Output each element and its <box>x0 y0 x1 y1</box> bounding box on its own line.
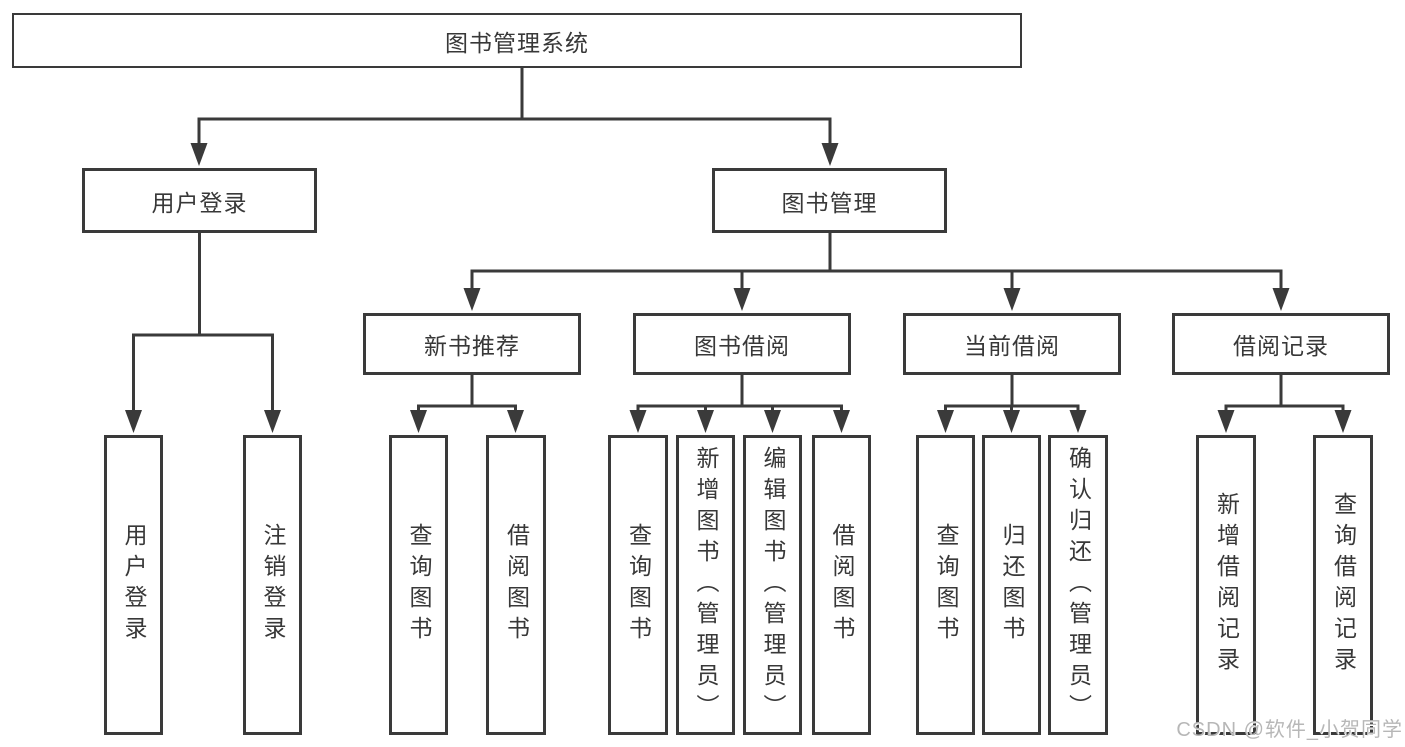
leaf-user-login: 用户登录 <box>104 435 163 735</box>
node-book-management: 图书管理 <box>712 168 947 233</box>
leaf-return-books: 归还图书 <box>982 435 1041 735</box>
watermark: CSDN @软件_小贺同学 <box>1176 719 1403 741</box>
node-current-borrowing: 当前借阅 <box>903 313 1121 375</box>
node-user-login: 用户登录 <box>82 168 317 233</box>
connectors-user-login <box>125 233 281 433</box>
connectors-current-borrowing <box>937 375 1087 433</box>
leaf-edit-books-admin: 编辑图书（管理员） <box>743 435 802 735</box>
leaf-edit-books-admin-label: 编辑图书（管理员） <box>760 445 786 725</box>
leaf-logout-label: 注销登录 <box>260 523 286 647</box>
leaf-borrow-books-borrowing: 借阅图书 <box>812 435 871 735</box>
leaf-add-borrow-record: 新增借阅记录 <box>1196 435 1256 735</box>
node-book-borrowing: 图书借阅 <box>633 313 851 375</box>
leaf-query-borrow-record-label: 查询借阅记录 <box>1330 492 1357 678</box>
leaf-confirm-return-admin: 确认归还（管理员） <box>1048 435 1108 735</box>
leaf-add-borrow-record-label: 新增借阅记录 <box>1213 492 1240 678</box>
leaf-query-books-recommend-label: 查询图书 <box>406 523 432 647</box>
connectors-book-management <box>463 233 1290 311</box>
leaf-logout: 注销登录 <box>243 435 302 735</box>
leaf-return-books-label: 归还图书 <box>999 523 1025 647</box>
leaf-query-books-current: 查询图书 <box>916 435 975 735</box>
leaf-query-books-current-label: 查询图书 <box>933 523 959 647</box>
connectors-root <box>190 68 839 166</box>
node-borrowing-records: 借阅记录 <box>1172 313 1390 375</box>
connectors-borrowing-records <box>1217 375 1352 433</box>
leaf-confirm-return-admin-label: 确认归还（管理员） <box>1065 445 1092 725</box>
leaf-add-books-admin-label: 新增图书（管理员） <box>693 445 719 725</box>
leaf-query-books-borrowing-label: 查询图书 <box>625 523 652 647</box>
leaf-query-books-recommend: 查询图书 <box>389 435 448 735</box>
leaf-add-books-admin: 新增图书（管理员） <box>676 435 735 735</box>
leaf-borrow-books-borrowing-label: 借阅图书 <box>829 523 855 647</box>
node-new-book-recommendation: 新书推荐 <box>363 313 581 375</box>
node-library-management-system: 图书管理系统 <box>12 13 1022 68</box>
leaf-user-login-label: 用户登录 <box>121 523 147 647</box>
connectors-book-borrowing <box>629 375 850 433</box>
leaf-query-books-borrowing: 查询图书 <box>608 435 668 735</box>
connectors-new-book-recommendation <box>410 375 524 433</box>
leaf-borrow-books-recommend: 借阅图书 <box>486 435 546 735</box>
leaf-query-borrow-record: 查询借阅记录 <box>1313 435 1373 735</box>
leaf-borrow-books-recommend-label: 借阅图书 <box>503 523 530 647</box>
